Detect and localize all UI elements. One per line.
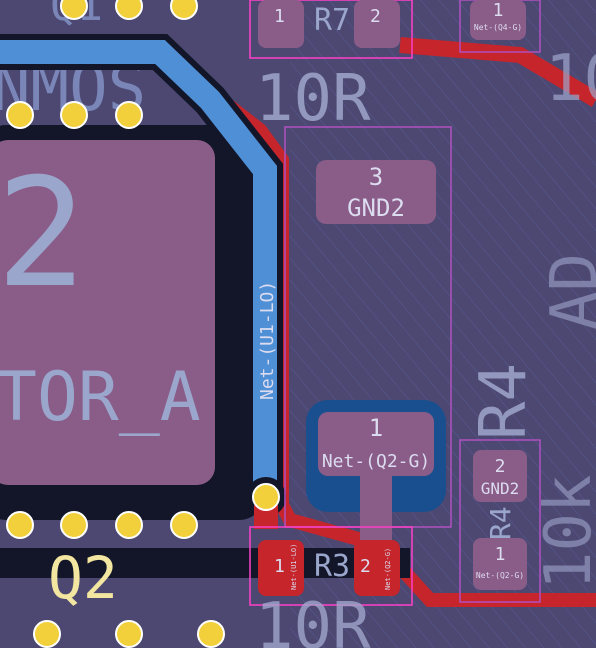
front-copper-trace-top-right[interactable]	[399, 37, 596, 107]
q2-pad-3-number: 3	[369, 163, 383, 191]
r3-footprint[interactable]: R3 1 Net-(U1-LO) 2 Net-(Q2-G)	[249, 526, 413, 606]
q2-ref-text: Q2	[48, 544, 118, 612]
back-copper-trace-lo[interactable]	[0, 40, 277, 497]
r7-pad-1-number: 1	[274, 6, 285, 27]
ic-body	[0, 140, 215, 485]
r3-value-text: 10R	[255, 590, 371, 648]
r4-pad-1-number: 1	[495, 544, 506, 565]
r4-footprint[interactable]: 2 GND2 1 Net-(Q2-G) R4	[459, 439, 541, 603]
pin-pad	[33, 620, 61, 648]
via-lo[interactable]	[246, 477, 286, 529]
pin-pad	[115, 620, 143, 648]
ic-footprint[interactable]: 2 TOR_A	[0, 125, 265, 520]
r7-ref-text: R7	[314, 3, 350, 38]
right-silk-text: AD	[538, 253, 596, 330]
pin-pad	[115, 101, 143, 129]
dark-trace-clearance	[0, 548, 410, 578]
r7-value-text: 10R	[255, 62, 371, 136]
ic-value-text: TOR_A	[0, 358, 201, 437]
r3-ref-text: R3	[314, 549, 350, 584]
q2-pad-1[interactable]: 1 Net-(Q2-G)	[306, 400, 446, 560]
pin-pad	[6, 511, 34, 539]
r7-extra-pad-number: 1	[493, 0, 504, 21]
trace-net-label: Net-(U1-LO)	[257, 281, 278, 400]
pin-pad	[6, 101, 34, 129]
pin-pad	[115, 0, 143, 20]
r3-pad-2-net: Net-(Q2-G)	[384, 548, 392, 590]
r7-extra-pad-net: Net-(Q4-G)	[474, 23, 522, 32]
q2-pad-1-number: 1	[369, 414, 383, 442]
pin-pad	[60, 511, 88, 539]
pin-pad	[170, 0, 198, 20]
r4-value-text: 10k	[532, 474, 596, 590]
r4-pad-2-net: GND2	[481, 479, 520, 498]
pin-pad	[60, 0, 88, 20]
r4-inner-ref-text: R4	[484, 506, 517, 540]
r4-pad-1-net: Net-(Q2-G)	[476, 571, 524, 580]
ic-big-label: 2	[0, 147, 86, 321]
ic-pins	[6, 0, 225, 648]
r3-pad-1-number: 1	[274, 556, 285, 577]
pin-pad	[197, 620, 225, 648]
q2-pad-3[interactable]: 3 GND2	[316, 160, 436, 224]
r7-footprint[interactable]: R7 1 2 1 Net-(Q4-G)	[249, 0, 541, 59]
r7-pad-2-number: 2	[370, 6, 381, 27]
pin-pad	[170, 511, 198, 539]
r4-ref-text: R4	[467, 363, 541, 440]
q2-pad-1-net: Net-(Q2-G)	[322, 451, 430, 472]
q2-pad-3-net: GND2	[347, 194, 405, 222]
r3-pad-1-net: Net-(U1-LO)	[290, 544, 298, 590]
r3-pad-2-number: 2	[360, 556, 371, 577]
r4-pad-2-number: 2	[495, 456, 506, 477]
pin-pad	[115, 511, 143, 539]
top-right-silk-text: 10	[545, 42, 596, 116]
pin-pad	[60, 101, 88, 129]
